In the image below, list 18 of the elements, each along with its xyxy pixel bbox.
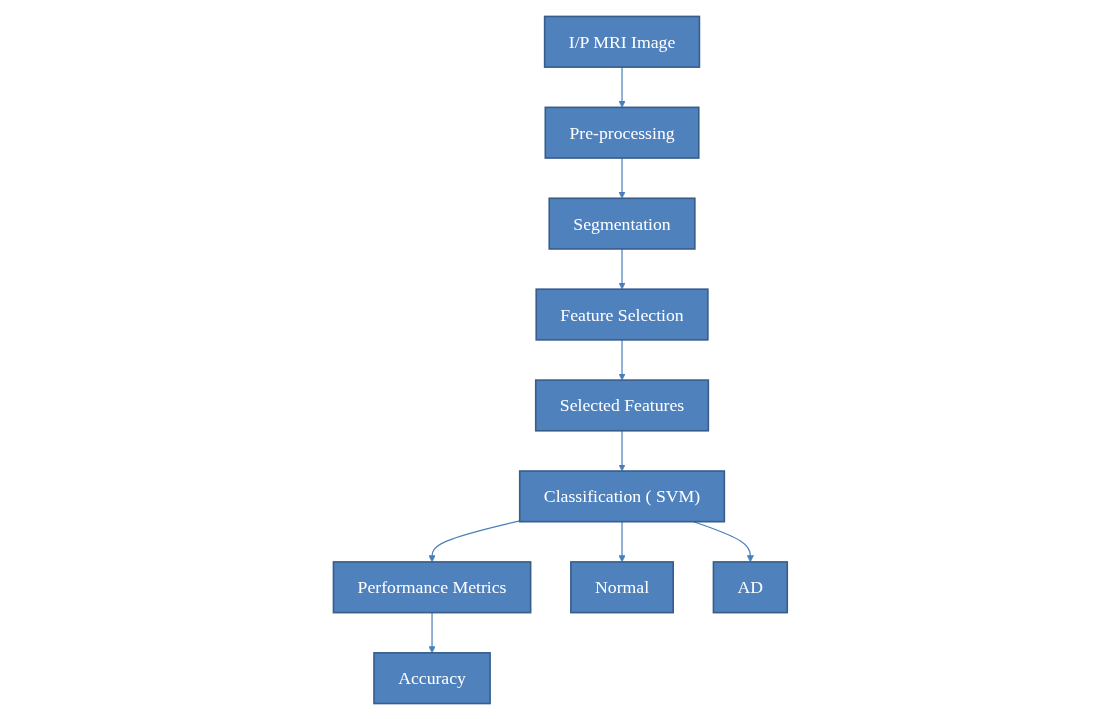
node-box: Selected Features (534, 378, 709, 432)
node-box: Segmentation (548, 196, 696, 250)
arrow (428, 611, 436, 653)
node-box: Feature Selection (535, 287, 709, 341)
node-box: Performance Metrics (332, 560, 532, 613)
node-box: Pre-processing (544, 106, 700, 159)
arrow (618, 429, 626, 471)
arrow (618, 66, 626, 108)
node-box: Accuracy (372, 651, 491, 704)
arrow (618, 338, 626, 380)
node-box: Normal (569, 560, 674, 613)
arrow (618, 247, 626, 289)
node-box: AD (712, 560, 788, 613)
node-box: Classification ( SVM) (518, 469, 725, 523)
arrow (618, 520, 626, 562)
arrow (428, 519, 520, 562)
node-box: I/P MRI Image (543, 15, 700, 68)
arrow (618, 156, 626, 199)
